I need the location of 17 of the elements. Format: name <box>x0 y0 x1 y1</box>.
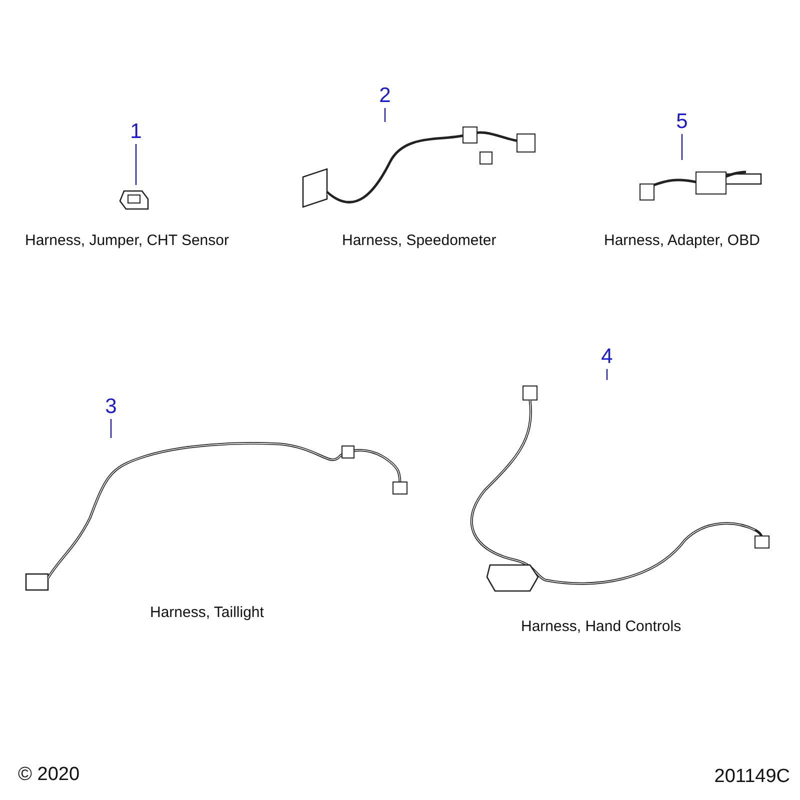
callout-number: 2 <box>376 84 394 108</box>
leader-line <box>135 144 137 185</box>
copyright-note: © 2020 <box>18 764 80 786</box>
part-name: Harness, Speedometer <box>342 232 496 249</box>
leader-line <box>384 108 386 122</box>
callout-number: 4 <box>598 345 616 369</box>
part-name: Harness, Jumper, CHT Sensor <box>25 232 229 249</box>
callout-number: 1 <box>127 120 145 144</box>
callout-number: 3 <box>102 395 120 419</box>
part-name: Harness, Hand Controls <box>521 618 682 635</box>
drawing-number: 201149C <box>714 766 790 788</box>
callout-number: 5 <box>673 110 691 134</box>
part-name: Harness, Taillight <box>150 604 264 621</box>
part-name: Harness, Adapter, OBD <box>604 232 760 249</box>
leader-line <box>681 134 683 160</box>
leader-line <box>606 369 608 380</box>
leader-line <box>110 419 112 438</box>
